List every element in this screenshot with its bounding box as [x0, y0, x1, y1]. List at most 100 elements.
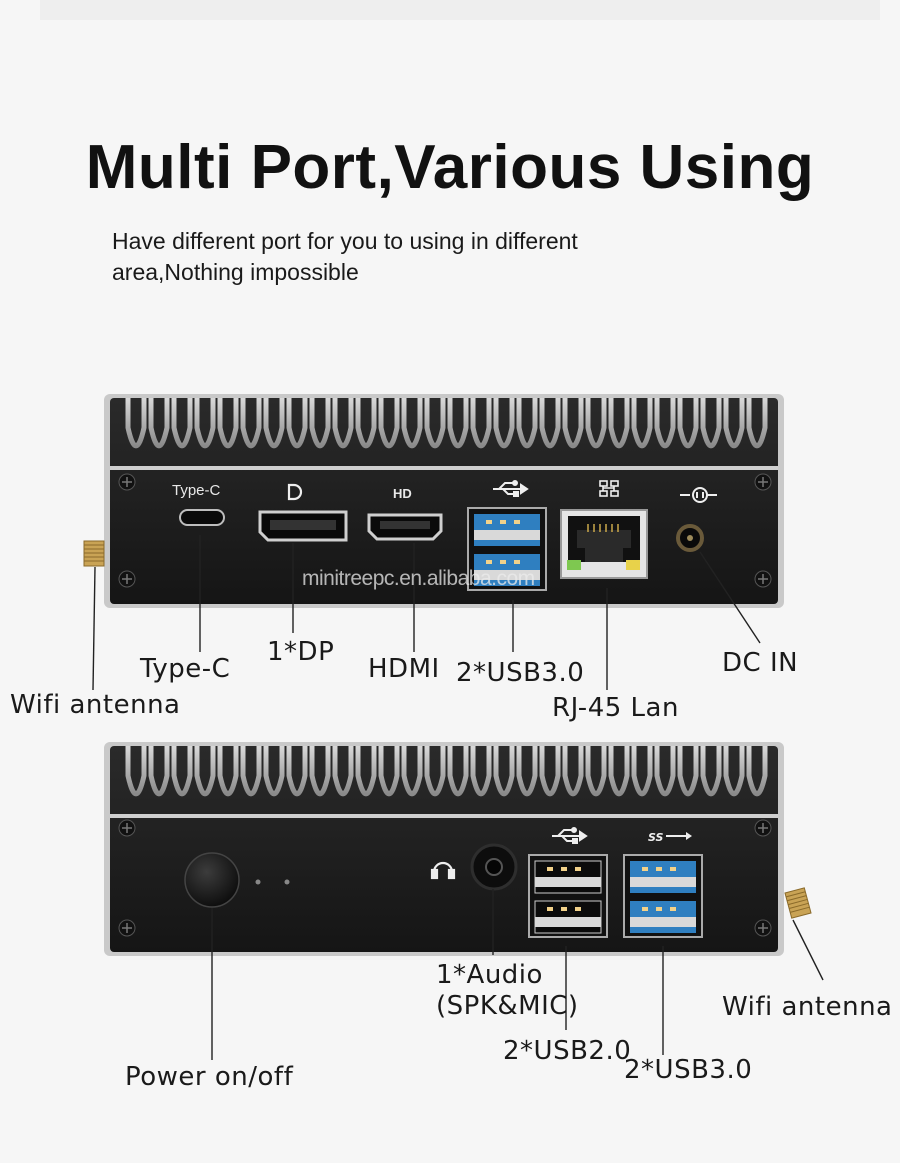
heatsink-fin	[309, 746, 331, 797]
heatsink-fin	[355, 746, 377, 797]
heatsink-fin	[217, 398, 239, 449]
callout-audio-line1: 1*Audio	[436, 960, 543, 990]
heatsink-fin	[447, 746, 469, 797]
heatsink-fin	[539, 398, 561, 449]
callout-usb20: 2*USB2.0	[503, 1036, 632, 1066]
callout-wifi-front: Wifi antenna	[10, 690, 181, 720]
heatsink-fin	[401, 398, 423, 449]
callout-usb30-front: 2*USB3.0	[456, 658, 585, 688]
usb-icon	[552, 827, 588, 844]
heatsink-fin	[631, 398, 653, 449]
typec-panel-label: Type-C	[172, 482, 221, 499]
callout-wifi-back: Wifi antenna	[722, 992, 893, 1022]
heatsink-fin	[286, 746, 308, 797]
svg-text:SS: SS	[648, 831, 664, 844]
callout-dcin: DC IN	[722, 648, 799, 678]
back-usb3-ports	[623, 854, 703, 938]
heatsink-fin	[263, 398, 285, 449]
back-chassis-face	[110, 746, 778, 952]
heatsink-fin	[447, 398, 469, 449]
heatsink-fin	[562, 746, 584, 797]
back-fin-rail	[110, 814, 778, 818]
displayport-pins	[270, 520, 336, 530]
front-panel	[104, 394, 784, 608]
heatsink-fin	[194, 398, 216, 449]
heatsink-fin	[332, 398, 354, 449]
usb-icon	[493, 480, 529, 497]
heatsink-fin	[332, 746, 354, 797]
dc-power-icon	[680, 487, 717, 503]
top-strip	[40, 0, 880, 20]
network-icon	[599, 480, 619, 497]
heatsink-fin	[470, 398, 492, 449]
hdmi-pins	[380, 521, 430, 529]
front-wifi-antenna	[83, 540, 105, 567]
heatsink-fin	[516, 746, 538, 797]
heatsink-fin	[654, 398, 676, 449]
heatsink-fin	[723, 398, 745, 449]
heatsink-fin	[631, 746, 653, 797]
heatsink-fin	[171, 746, 193, 797]
heatsink-fin	[746, 398, 768, 449]
callout-hdmi: HDMI	[368, 654, 440, 684]
heatsink-fin	[608, 746, 630, 797]
typec-port	[179, 509, 225, 526]
heatsink-fin	[539, 746, 561, 797]
heatsink-fin	[355, 398, 377, 449]
callout-power: Power on/off	[125, 1062, 294, 1092]
heatsink-fin	[493, 398, 515, 449]
callout-typec: Type-C	[140, 654, 231, 684]
callout-lines	[92, 535, 824, 1060]
page-title: Multi Port,Various Using	[85, 133, 815, 202]
heatsink-fin	[240, 746, 262, 797]
displayport-icon	[287, 483, 303, 501]
heatsink-fin	[654, 746, 676, 797]
heatsink-fin	[723, 746, 745, 797]
heatsink-fin	[470, 746, 492, 797]
heatsink-fin	[424, 746, 446, 797]
heatsink-fin	[217, 746, 239, 797]
back-panel: SS	[104, 742, 784, 956]
callout-rj45: RJ-45 Lan	[552, 693, 679, 723]
heatsink-fin	[240, 398, 262, 449]
heatsink-fin	[194, 746, 216, 797]
hd-panel-label: HD	[393, 486, 412, 501]
callout-audio-line2: (SPK&MIC)	[436, 991, 579, 1021]
heatsink-fin	[493, 746, 515, 797]
heatsink-fin	[125, 398, 147, 449]
front-heatsink-fins	[125, 398, 768, 449]
heatsink-fin	[677, 398, 699, 449]
heatsink-fin	[700, 746, 722, 797]
superspeed-usb-icon: SS	[648, 831, 692, 844]
dc-in-port	[676, 524, 704, 552]
power-button	[184, 852, 240, 908]
heatsink-fin	[125, 746, 147, 797]
back-usb2-ports	[528, 854, 608, 938]
indicator-led	[284, 879, 290, 885]
callout-line-dcin	[699, 551, 761, 644]
heatsink-fin	[378, 398, 400, 449]
heatsink-fin	[309, 398, 331, 449]
heatsink-fin	[585, 746, 607, 797]
heatsink-fin	[677, 746, 699, 797]
heatsink-fin	[263, 746, 285, 797]
heatsink-fin	[424, 398, 446, 449]
back-wifi-antenna	[784, 887, 812, 919]
heatsink-fin	[700, 398, 722, 449]
page-subtitle: Have different port for you to using in …	[112, 228, 578, 285]
heatsink-fin	[148, 398, 170, 449]
callout-usb30-back: 2*USB3.0	[624, 1055, 753, 1085]
heatsink-fin	[148, 746, 170, 797]
callout-audio: 1*Audio (SPK&MIC)	[436, 960, 579, 1022]
heatsink-fin	[286, 398, 308, 449]
front-screws	[118, 473, 772, 588]
heatsink-fin	[585, 398, 607, 449]
callout-line-wifi-back	[792, 919, 824, 981]
watermark: minitreepc.en.alibaba.com	[302, 567, 535, 590]
callout-dp: 1*DP	[267, 637, 335, 667]
headphone-icon	[430, 861, 456, 880]
rj45-port	[560, 509, 648, 579]
back-heatsink-fins	[125, 746, 768, 797]
